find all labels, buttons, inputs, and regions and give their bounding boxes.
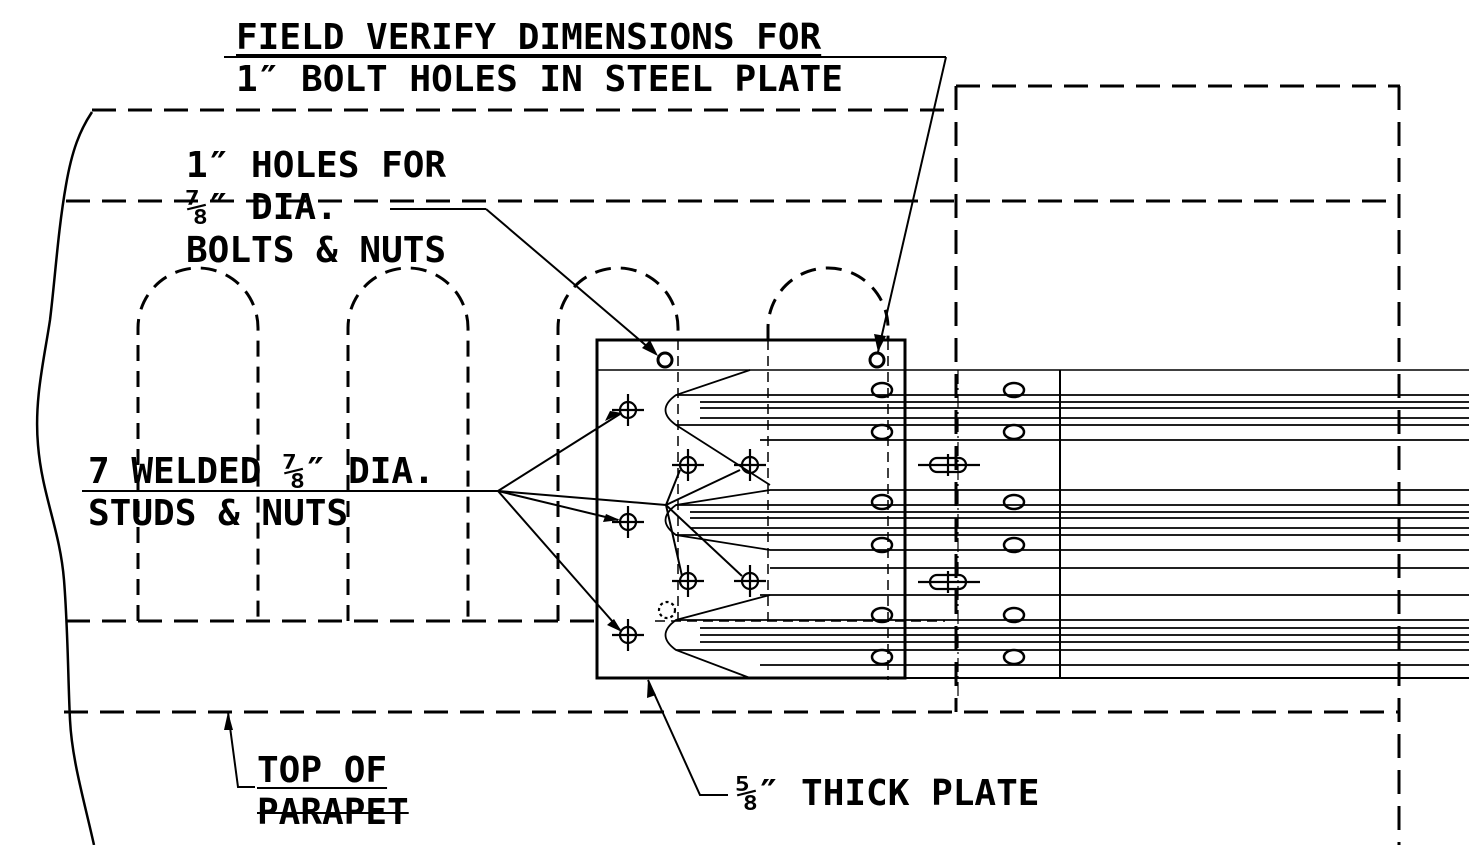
plate-thickness-label: ⅝″ THICK PLATE [736, 773, 1040, 814]
rail-tubes [664, 369, 1469, 679]
holes-label-line2: ⅞″ DIA. [186, 187, 338, 228]
slotted-holes [918, 454, 980, 593]
rail-bolt-ovals [870, 381, 1026, 666]
top-of-parapet-line1: TOP OF [257, 750, 388, 791]
leader-lines [82, 56, 947, 796]
arch-openings-behind-plate [655, 340, 945, 680]
break-line [35, 111, 96, 845]
field-verify-label-line2: 1″ BOLT HOLES IN STEEL PLATE [236, 59, 843, 100]
studs-label-line1: 7 WELDED ⅞″ DIA. [88, 451, 435, 492]
field-verify-label-line1: FIELD VERIFY DIMENSIONS FOR [236, 17, 822, 58]
leader-arrowheads [224, 334, 886, 730]
arch-openings [136, 266, 890, 621]
top-of-parapet-line2: PARAPET [257, 792, 409, 833]
parapet-dashed-lines [64, 84, 1401, 845]
studs-label-line2: STUDS & NUTS [88, 493, 349, 534]
bolt-holes [656, 351, 886, 369]
welded-studs [612, 394, 766, 651]
holes-label-line1: 1″ HOLES FOR [186, 145, 447, 186]
holes-label-line3: BOLTS & NUTS [186, 230, 447, 271]
